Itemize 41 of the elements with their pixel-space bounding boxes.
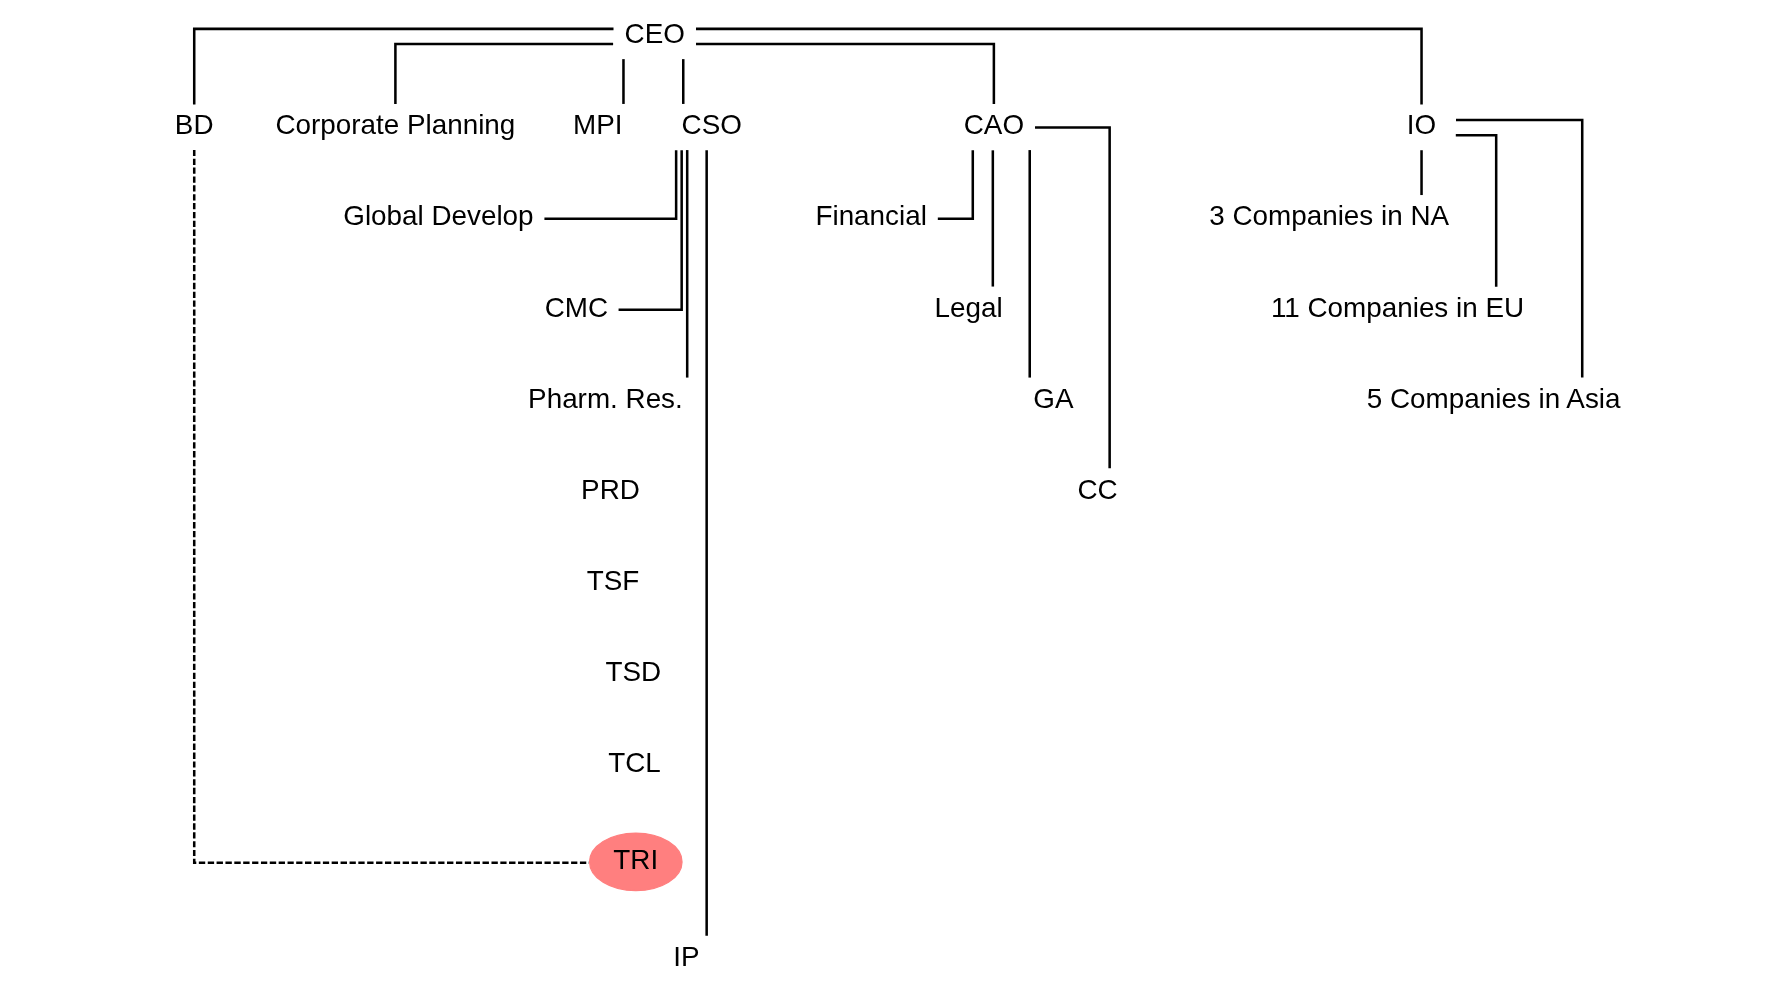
- connector: [704, 150, 708, 936]
- node-text: GA: [1032, 382, 1073, 414]
- node-text: Pharm. Res.: [527, 382, 683, 414]
- connector: [192, 27, 613, 105]
- node-text: CAO: [963, 109, 1024, 141]
- node-text: Legal: [934, 291, 1003, 323]
- node-text: BD: [174, 109, 214, 141]
- node-text: CMC: [544, 291, 608, 323]
- connector: [543, 150, 677, 220]
- connector: [618, 150, 683, 312]
- node-text: IO: [1406, 109, 1436, 141]
- node-text: CEO: [624, 18, 685, 50]
- connector: [695, 42, 995, 105]
- connector: [1455, 133, 1497, 287]
- connector: [681, 59, 684, 104]
- node-text: CC: [1077, 473, 1118, 505]
- label: TSF: [586, 564, 639, 596]
- node-text: MPI: [572, 109, 623, 141]
- connector: [1034, 126, 1111, 469]
- node-text: CSO: [681, 109, 742, 141]
- label: PRD: [580, 473, 640, 505]
- node-ellipse: TRI: [588, 832, 683, 892]
- node-text: Corporate Planning: [275, 109, 515, 141]
- label: TSD: [604, 655, 661, 687]
- node-text: IP: [672, 940, 700, 972]
- connector: [393, 42, 613, 105]
- connector: [1455, 118, 1583, 378]
- node-text: 11 Companies in EU: [1270, 291, 1524, 323]
- node-text: Financial: [814, 200, 927, 232]
- connector: [991, 150, 994, 287]
- connector: [695, 27, 1423, 105]
- connector: [1027, 150, 1031, 378]
- label: TCL: [607, 747, 661, 779]
- connector: [621, 59, 625, 104]
- connector: [685, 150, 688, 378]
- node-text: Global Develop: [342, 200, 534, 232]
- connector: [937, 150, 974, 220]
- node-text: 3 Companies in NA: [1208, 200, 1449, 232]
- node-text: 5 Companies in Asia: [1366, 382, 1620, 414]
- connector: [1419, 150, 1423, 196]
- connector: [192, 150, 589, 864]
